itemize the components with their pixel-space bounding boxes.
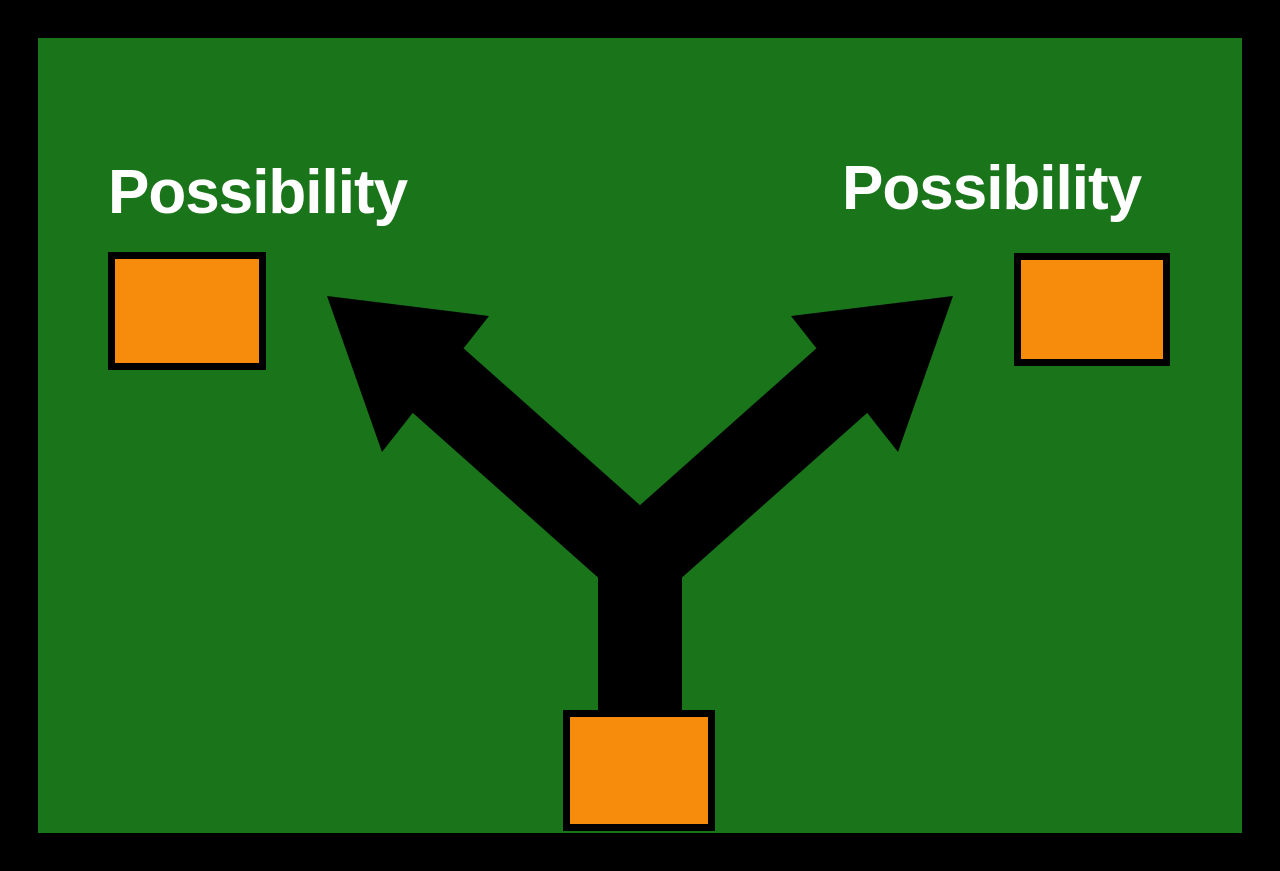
arrowhead-left-icon <box>327 296 489 452</box>
possibility-label-left: Possibility <box>108 158 408 227</box>
possibility-box-left <box>108 252 266 370</box>
possibility-box-right <box>1014 253 1170 366</box>
origin-box-bottom <box>563 710 715 831</box>
arrow-branch-right <box>582 342 878 618</box>
possibility-label-right: Possibility <box>842 154 1142 223</box>
arrowhead-right-icon <box>791 296 953 452</box>
